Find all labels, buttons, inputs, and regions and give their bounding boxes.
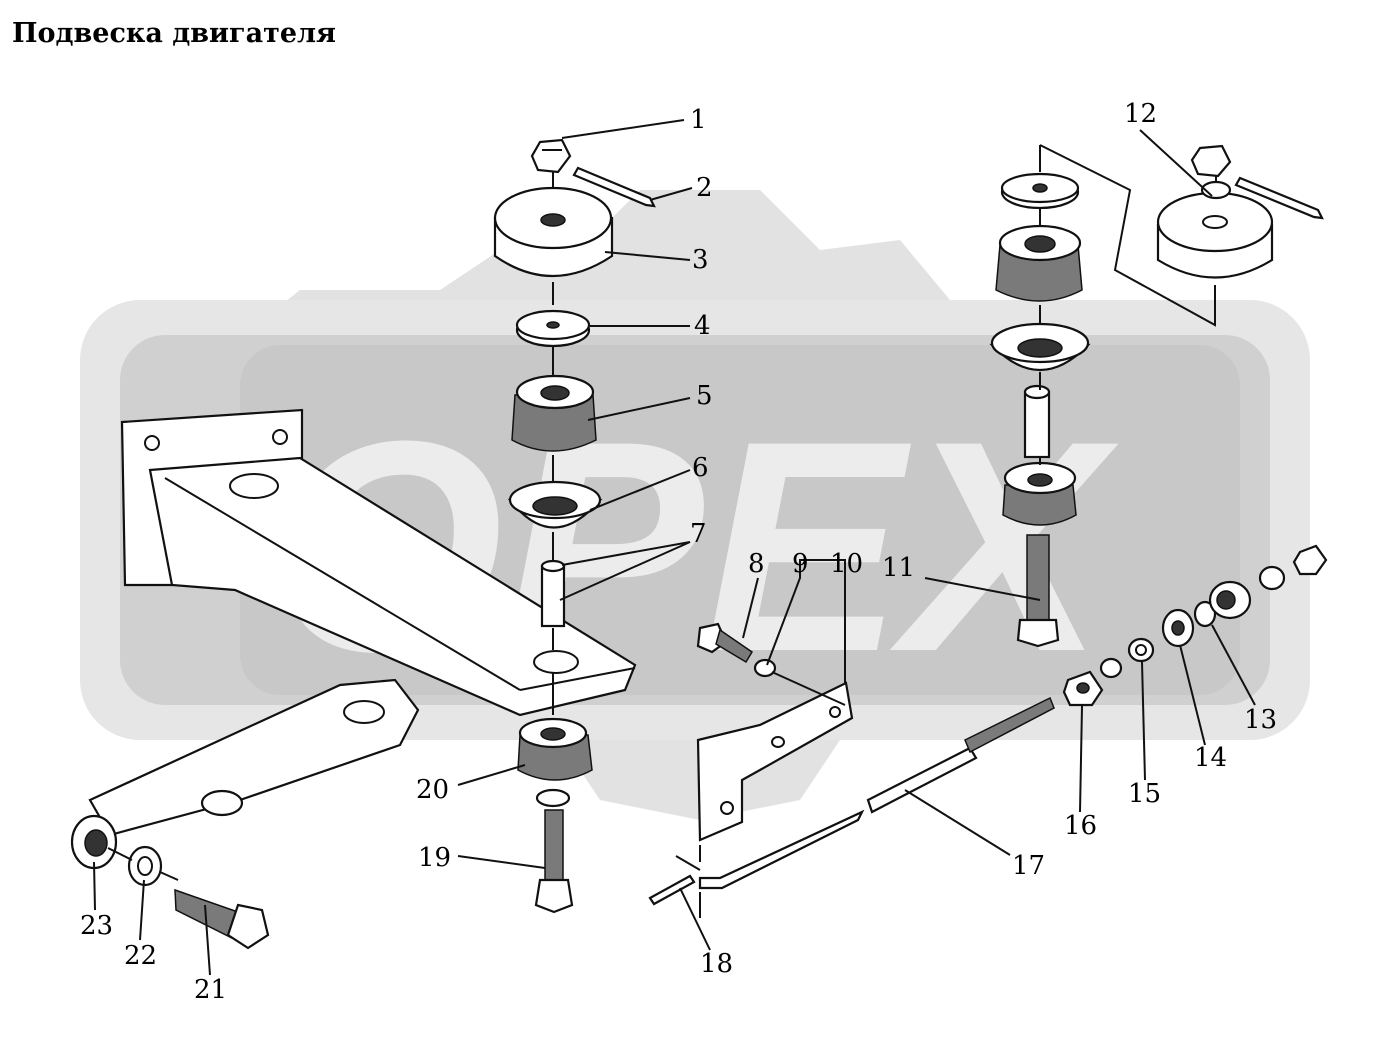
callout-3: 3 — [692, 245, 709, 275]
bolt-21 — [174, 888, 270, 950]
sleeve-7 — [540, 559, 566, 628]
callout-22: 22 — [124, 941, 157, 971]
callout-8: 8 — [748, 549, 765, 579]
callout-6: 6 — [692, 453, 709, 483]
cushion-5 — [511, 374, 597, 452]
washer-small — [1099, 657, 1123, 679]
cup-6 — [507, 480, 603, 529]
castle-nut-right — [1190, 144, 1232, 178]
bushing-13 — [1193, 600, 1217, 628]
callout-18: 18 — [700, 949, 733, 979]
cup-right — [989, 322, 1091, 372]
callout-4: 4 — [694, 311, 711, 341]
washer-4 — [515, 309, 591, 348]
cotter-pin-2 — [572, 166, 656, 208]
callout-2: 2 — [696, 173, 713, 203]
callout-21: 21 — [194, 975, 227, 1005]
callout-15: 15 — [1128, 779, 1161, 809]
cotter-pin-right — [1234, 176, 1324, 220]
callout-19: 19 — [418, 843, 451, 873]
callout-11: 11 — [882, 553, 915, 583]
callout-leaders — [93, 119, 1256, 976]
nut-right-end — [1292, 544, 1328, 576]
callout-labels: 1 2 3 4 5 6 7 8 9 10 11 12 13 14 15 16 1… — [80, 99, 1277, 1005]
callout-1: 1 — [690, 105, 707, 135]
sleeve-right — [1023, 384, 1051, 459]
callout-20: 20 — [416, 775, 449, 805]
callout-12: 12 — [1124, 99, 1157, 129]
callout-13: 13 — [1244, 705, 1277, 735]
bracket-10 — [696, 681, 854, 842]
nut-16 — [1062, 670, 1104, 707]
rubber-pad-right — [1156, 191, 1274, 279]
assembly-lines — [107, 144, 1217, 918]
callout-9: 9 — [792, 549, 809, 579]
callout-14: 14 — [1194, 743, 1227, 773]
page-title: Подвеска двигателя — [12, 18, 336, 49]
rod-17 — [698, 696, 1055, 890]
cotter-pin-18 — [648, 874, 696, 906]
callout-17: 17 — [1012, 851, 1045, 881]
washer-9 — [753, 658, 777, 678]
cushion-right — [995, 224, 1083, 302]
callout-5: 5 — [696, 381, 713, 411]
callout-7: 7 — [690, 519, 707, 549]
lower-arm — [70, 678, 420, 870]
bolt-8 — [696, 622, 754, 664]
callout-23: 23 — [80, 911, 113, 941]
bolt-19 — [534, 809, 574, 914]
castle-nut-1 — [530, 138, 572, 174]
washer-right-end — [1258, 565, 1286, 591]
rubber-pad-3 — [493, 186, 614, 278]
cushion-20 — [517, 717, 593, 808]
cushion-small-right — [1208, 580, 1252, 620]
callout-16: 16 — [1064, 811, 1097, 841]
engine-support-bracket — [120, 408, 637, 717]
washer-top-right — [1000, 172, 1080, 210]
callout-10: 10 — [830, 549, 863, 579]
cushion-lower-right — [1002, 461, 1077, 526]
